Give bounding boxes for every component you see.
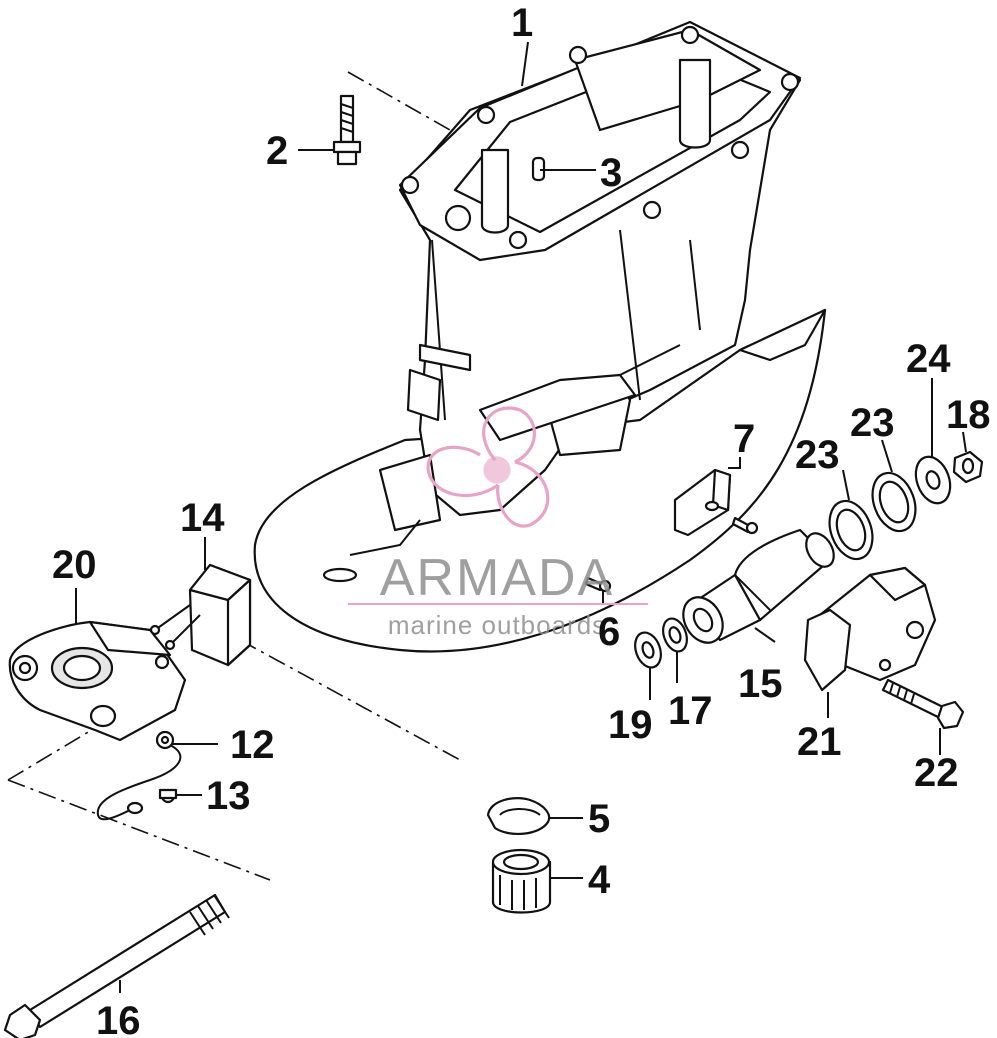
callout-20: 20 xyxy=(52,543,97,587)
callout-5: 5 xyxy=(588,797,610,841)
callout-16: 16 xyxy=(96,999,141,1038)
part-12-clip xyxy=(155,730,175,750)
part-24-washer xyxy=(914,455,952,505)
callout-3: 3 xyxy=(600,151,622,195)
callout-4: 4 xyxy=(588,858,611,902)
part-4-needle-bearing xyxy=(491,848,552,914)
part-19-washer xyxy=(634,631,662,669)
callout-7: 7 xyxy=(733,417,755,461)
callout-21: 21 xyxy=(797,720,842,764)
part-23-ring-b xyxy=(871,471,917,533)
callout-labels: 1 2 3 4 5 6 7 12 13 14 15 16 17 18 19 20… xyxy=(52,1,991,1038)
callout-13: 13 xyxy=(206,774,251,818)
callout-15: 15 xyxy=(738,662,783,706)
callout-2: 2 xyxy=(266,129,288,173)
callout-23-b: 23 xyxy=(850,401,895,445)
part-14-mount-rubber xyxy=(149,563,252,667)
part-21-lower-bracket xyxy=(803,566,937,692)
part-15-bushing xyxy=(682,528,835,644)
callout-24: 24 xyxy=(906,337,951,381)
callout-18: 18 xyxy=(946,393,991,437)
drive-shaft-housing xyxy=(253,20,827,653)
armada-logo-icon xyxy=(426,406,550,528)
callout-6: 6 xyxy=(598,610,620,654)
callout-22: 22 xyxy=(914,751,959,795)
part-18-nut xyxy=(952,450,984,484)
part-6-screw xyxy=(584,576,612,593)
part-5-o-ring xyxy=(486,797,551,836)
part-22-bolt xyxy=(881,678,965,730)
callout-19: 19 xyxy=(608,703,653,747)
leader-lines xyxy=(75,41,967,993)
watermark-tagline: marine outboards xyxy=(388,610,606,640)
part-20-mount-bracket xyxy=(8,620,187,742)
callout-23-a: 23 xyxy=(795,433,840,477)
watermark: ARMADA marine outboards xyxy=(348,549,648,640)
part-23-ring-a xyxy=(828,499,874,561)
part-13-ground-lead xyxy=(96,744,182,821)
callout-14: 14 xyxy=(180,496,225,540)
callout-1: 1 xyxy=(511,1,533,45)
part-2-bolt xyxy=(332,94,362,166)
watermark-brand: ARMADA xyxy=(380,549,614,607)
callout-12: 12 xyxy=(230,723,275,767)
part-7-clamp-plate xyxy=(673,468,759,537)
part-16-bolt xyxy=(3,893,230,1038)
part-17-washer xyxy=(662,617,688,653)
callout-17: 17 xyxy=(668,689,713,733)
